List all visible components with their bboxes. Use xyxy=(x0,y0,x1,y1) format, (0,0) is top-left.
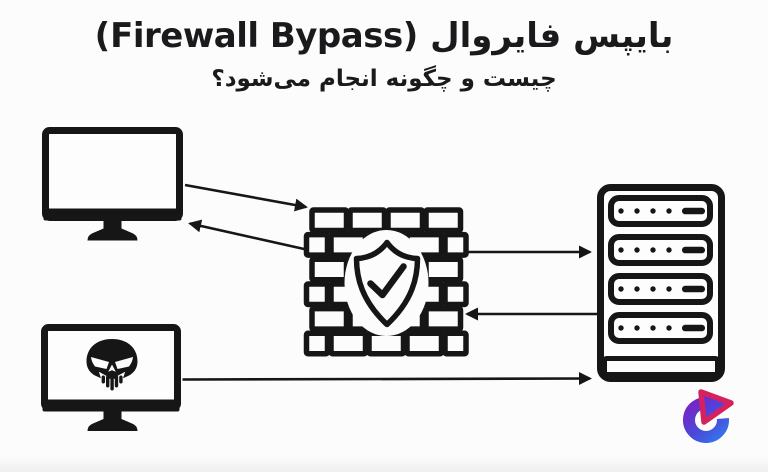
brick xyxy=(309,256,350,283)
brick xyxy=(347,207,388,234)
client-computer-icon xyxy=(42,127,183,241)
brick xyxy=(423,207,464,234)
brick xyxy=(442,330,469,357)
monitor-stand xyxy=(87,220,138,241)
server-bays xyxy=(608,195,713,344)
skull-teeth xyxy=(101,375,123,391)
monitor-stand xyxy=(87,410,138,431)
logo-c-ring xyxy=(683,397,729,443)
checkmark xyxy=(367,263,407,299)
logo-play-icon xyxy=(698,389,734,425)
brick xyxy=(423,256,464,283)
arrow-attacker-to-server-bypass xyxy=(182,372,592,386)
brick xyxy=(442,231,469,258)
attacker-computer-icon xyxy=(41,324,181,431)
brick xyxy=(309,207,350,234)
brick xyxy=(303,330,331,357)
brick xyxy=(366,330,407,357)
connection-arrows xyxy=(182,183,597,386)
firewall-icon xyxy=(303,207,469,357)
skull-icon xyxy=(86,339,138,391)
page-subtitle: چیست و چگونه انجام می‌شود؟ xyxy=(211,66,557,92)
brick xyxy=(303,281,331,308)
arrow-firewall-to-client xyxy=(188,219,314,253)
brand-logo xyxy=(683,389,734,443)
brick xyxy=(309,305,350,332)
brick xyxy=(404,330,445,357)
brick xyxy=(303,231,331,258)
brick xyxy=(423,305,464,332)
shield-check-icon xyxy=(353,239,421,328)
arrow-client-to-firewall xyxy=(184,183,308,212)
server-plinth xyxy=(602,356,720,377)
brick xyxy=(328,330,369,357)
brick xyxy=(442,281,469,308)
server-icon xyxy=(597,184,725,382)
brick xyxy=(385,207,426,234)
page-title: بایپس فایروال (Firewall Bypass) xyxy=(94,16,674,56)
